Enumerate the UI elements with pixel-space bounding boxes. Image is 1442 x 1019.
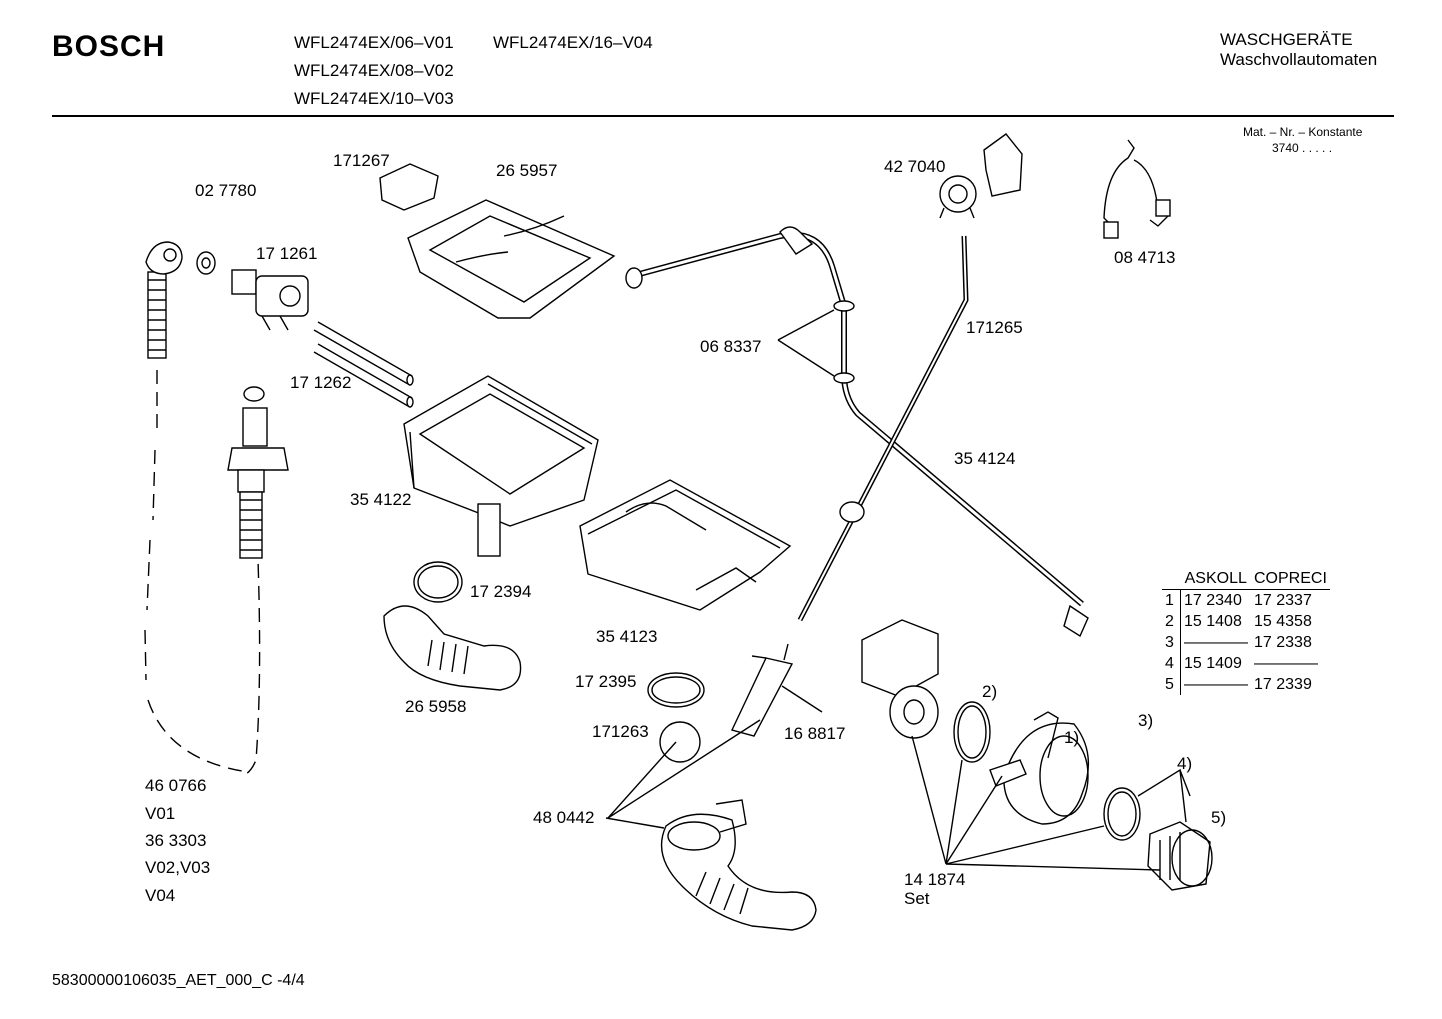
part-label: Set: [904, 889, 930, 908]
leader-lines: [911, 735, 1161, 871]
dispenser-drawer-part: [579, 479, 792, 611]
part-label: 17 2395: [575, 672, 637, 691]
pressure-tube-part: [797, 235, 969, 622]
table-cell: 5: [1162, 674, 1181, 695]
table-cell: 17 2340: [1184, 592, 1242, 609]
part-label: 48 0442: [533, 808, 595, 827]
document-id: 58300000106035_AET_000_C -4/4: [52, 972, 305, 989]
variant-table: ASKOLL COPRECI 1 17 2340 17 2337 2 15 14…: [1162, 568, 1330, 695]
hose-connector-part: [227, 386, 289, 559]
part-label: 26 5957: [496, 161, 558, 180]
table-row: 5 ———— 17 2339: [1162, 674, 1330, 695]
model-number: WFL2474EX/08–V02: [294, 61, 454, 80]
table-cell: ————: [1254, 655, 1318, 672]
hose-bracket-part: [1103, 139, 1171, 239]
callout-marker: 2): [982, 682, 998, 701]
table-row: 2 15 1408 15 4358: [1162, 611, 1330, 632]
drain-pump-part: [861, 619, 939, 739]
table-cell: ————: [1184, 634, 1248, 651]
model-number: WFL2474EX/10–V03: [294, 89, 454, 108]
table-cell: 4: [1162, 653, 1181, 674]
part-label: 35 4124: [954, 449, 1016, 468]
callout-marker: 1): [1064, 728, 1080, 747]
seal-ring-part: [953, 701, 991, 763]
callout-marker: 5): [1211, 808, 1227, 827]
callout-marker: 4): [1177, 754, 1193, 773]
clip-part: [379, 163, 439, 211]
part-label: 02 7780: [195, 181, 257, 200]
seal-ring-part: [413, 561, 463, 603]
heater-part: [731, 643, 823, 737]
table-cell: 15 1408: [1184, 613, 1242, 630]
category-subtitle: Waschvollautomaten: [1220, 50, 1378, 69]
part-label: 17 1262: [290, 373, 352, 392]
part-label: 171263: [592, 722, 649, 741]
header-divider: [52, 115, 1394, 117]
dispenser-cover-part: [407, 199, 616, 319]
table-cell: ————: [1184, 676, 1248, 693]
washer-part: [196, 251, 216, 275]
part-label: 46 0766: [145, 776, 207, 795]
model-number: WFL2474EX/06–V01: [294, 33, 454, 52]
part-label: 08 4713: [1114, 248, 1176, 267]
table-cell: 2: [1162, 611, 1181, 632]
part-label: 17 2394: [470, 582, 532, 601]
part-label: 17 1261: [256, 244, 318, 263]
ball-part: [659, 721, 701, 763]
part-label: 14 1874: [904, 870, 966, 889]
table-cell: 15 1409: [1184, 655, 1242, 672]
pressure-switch-part: [939, 133, 1023, 219]
seal-ring-part: [1103, 787, 1141, 841]
drain-hose-part: [625, 226, 1089, 638]
table-row: 3 ———— 17 2338: [1162, 632, 1330, 653]
table-cell: 1: [1162, 589, 1181, 611]
table-cell: 17 2338: [1254, 634, 1312, 651]
part-label: 35 4123: [596, 627, 658, 646]
part-label: 35 4122: [350, 490, 412, 509]
constant-label: Mat. – Nr. – Konstante: [1243, 125, 1363, 139]
filter-part: [1147, 821, 1213, 891]
tube-part: [313, 321, 414, 408]
table-cell: 3: [1162, 632, 1181, 653]
table-header: ASKOLL: [1180, 568, 1251, 590]
table-cell: 17 2339: [1254, 676, 1312, 693]
category-title: WASCHGERÄTE: [1220, 30, 1353, 49]
constant-value: 3740 . . . . .: [1272, 141, 1333, 155]
pump-housing-part: [989, 711, 1090, 825]
table-row: 4 15 1409 ————: [1162, 653, 1330, 674]
sump-hose-part: [605, 719, 817, 931]
variant-label: V01: [145, 804, 176, 823]
table-cell: 15 4358: [1254, 613, 1312, 630]
table-header-row: ASKOLL COPRECI: [1162, 568, 1330, 590]
seal-ring-part: [647, 672, 705, 708]
part-label: 171267: [333, 151, 390, 170]
brand-logo: BOSCH: [52, 30, 166, 63]
drawer-housing-part: [403, 375, 599, 557]
part-label: 42 7040: [884, 157, 946, 176]
table-header: COPRECI: [1251, 568, 1330, 590]
table-cell: 17 2337: [1254, 592, 1312, 609]
variant-label: V02,V03: [145, 858, 211, 877]
variant-label: V04: [145, 886, 176, 905]
bellows-hose-part: [383, 605, 522, 691]
part-label: 171265: [966, 318, 1023, 337]
table-row: 1 17 2340 17 2337: [1162, 589, 1330, 611]
table-header: [1162, 568, 1181, 590]
model-number: WFL2474EX/16–V04: [493, 33, 653, 52]
part-label: 26 5958: [405, 697, 467, 716]
part-label: 06 8337: [700, 337, 762, 356]
inlet-valve-part: [231, 269, 309, 331]
part-label: 16 8817: [784, 724, 846, 743]
inlet-hose-part: [144, 241, 261, 775]
callout-marker: 3): [1138, 711, 1154, 730]
part-label: 36 3303: [145, 831, 207, 850]
